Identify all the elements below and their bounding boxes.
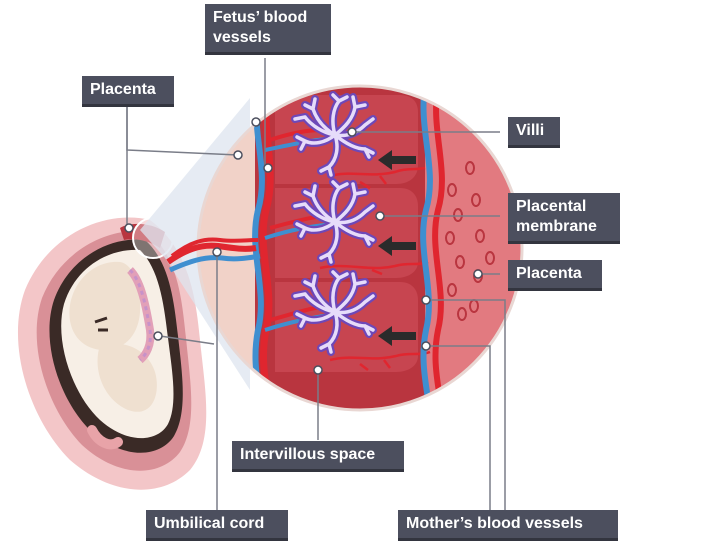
label-placenta-right: Placenta (508, 260, 602, 291)
label-intervillous-space-text: Intervillous space (240, 446, 376, 463)
label-placenta-left: Placenta (82, 76, 174, 107)
label-placenta-left-text: Placenta (90, 81, 156, 98)
label-mothers-blood-vessels: Mother’s blood vessels (398, 510, 618, 541)
label-fetus-blood-vessels-line1: Fetus’ blood (213, 9, 308, 26)
leader-dots (124, 117, 483, 375)
label-umbilical-cord: Umbilical cord (146, 510, 288, 541)
label-placental-membrane-line2: membrane (516, 218, 597, 235)
leader-lines (126, 58, 506, 510)
label-umbilical-cord-text: Umbilical cord (154, 515, 265, 532)
magnified-view (198, 86, 522, 410)
label-fetus-blood-vessels: Fetus’ blood vessels (205, 4, 331, 55)
label-villi: Villi (508, 117, 560, 148)
label-placenta-right-text: Placenta (516, 265, 582, 282)
label-villi-text: Villi (516, 122, 545, 139)
arrow-left-icon (378, 326, 416, 346)
label-fetus-blood-vessels-line2: vessels (213, 29, 271, 46)
arrow-left-icon (378, 236, 416, 256)
blood-flow-arrows (378, 150, 416, 346)
uterus-illustration (17, 217, 207, 490)
label-mothers-blood-vessels-text: Mother’s blood vessels (406, 515, 583, 532)
umbilical-cord-vessels (166, 237, 261, 273)
arrow-left-icon (378, 150, 416, 170)
label-placental-membrane-line1: Placental (516, 198, 587, 215)
label-placental-membrane: Placental membrane (508, 193, 620, 244)
label-intervillous-space: Intervillous space (232, 441, 404, 472)
